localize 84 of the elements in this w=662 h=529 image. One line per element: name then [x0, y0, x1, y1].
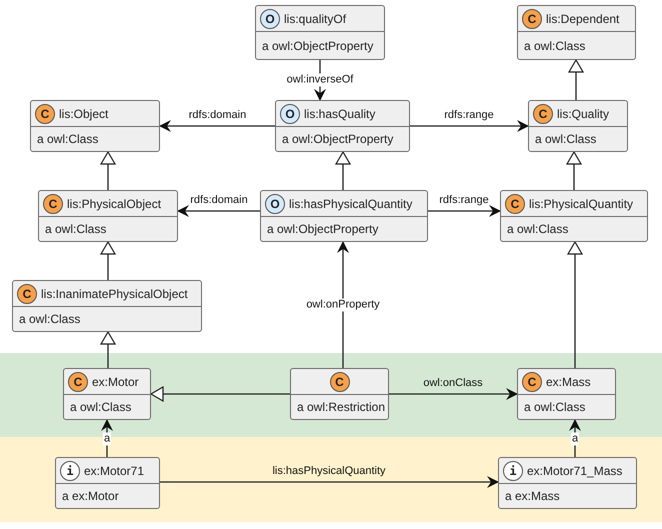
node-title: lis:qualityOf: [284, 10, 346, 28]
arrow: [337, 241, 349, 368]
type-badge-icon: C: [35, 104, 55, 124]
uml-class-box: [55, 457, 160, 509]
node-type-text: a owl:ObjectProperty: [267, 221, 380, 238]
arrow: [569, 419, 581, 457]
generalization-arrow: [150, 386, 290, 402]
node-type-text: a owl:Class: [37, 131, 100, 148]
uml-class-box: [260, 190, 428, 242]
node-type-text: a owl:Class: [70, 399, 132, 416]
arrow: [177, 205, 260, 217]
generalization-arrow: [100, 151, 116, 190]
type-badge-icon: C: [68, 372, 88, 392]
uml-class-box: [12, 280, 202, 332]
generalization-arrow: [335, 151, 351, 190]
node-title: lis:hasQuality: [304, 106, 376, 122]
edge-label: owl:inverseOf: [286, 74, 354, 86]
node-title: ex:Motor: [92, 374, 139, 390]
generalization-arrow: [567, 241, 583, 368]
type-badge-icon: C: [43, 194, 63, 214]
node-title: lis:Quality: [557, 106, 610, 122]
type-badge-icon: C: [533, 104, 553, 124]
uml-class-box: [63, 368, 151, 420]
node-type-text: a owl:Class: [45, 221, 108, 238]
edge-label: lis:hasPhysicalQuantity: [271, 465, 387, 478]
edge-label: owl:onProperty: [305, 298, 381, 312]
type-badge-icon: O: [265, 194, 285, 214]
type-badge-icon: C: [505, 194, 525, 214]
uml-class-box: [517, 368, 616, 420]
uml-class-box: [255, 5, 385, 60]
node-title: ex:Mass: [546, 374, 591, 390]
node-type-text: a owl:Class: [507, 221, 570, 238]
type-badge-icon: O: [260, 8, 280, 28]
uml-class-box: [30, 100, 160, 152]
node-title: lis:Object: [59, 106, 108, 122]
node-title: lis:InanimatePhysicalObject: [41, 286, 188, 302]
node-title: ex:Motor71: [84, 462, 144, 480]
node-title: ex:Motor71_Mass: [527, 462, 622, 480]
edge-label: rdfs:range: [443, 109, 495, 122]
uml-class-box: [290, 368, 389, 420]
arrow: [428, 205, 501, 217]
node-type-text: a ex:Mass: [505, 488, 561, 505]
node-type-text: a owl:ObjectProperty: [262, 38, 374, 54]
uml-class-box: [517, 5, 636, 60]
uml-class-box: [528, 100, 628, 152]
uml-class-box: [500, 190, 648, 242]
arrow: [410, 120, 529, 132]
edge-label: owl:onClass: [422, 377, 484, 390]
node-type-text: a owl:ObjectProperty: [282, 131, 394, 148]
uml-class-box: [275, 100, 410, 152]
type-badge-icon: i: [503, 460, 523, 480]
arrow: [159, 120, 275, 132]
generalization-arrow: [100, 331, 116, 368]
generalization-arrow: [100, 241, 116, 280]
type-badge-icon: C: [522, 372, 542, 392]
arrow: [160, 476, 499, 488]
arrow: [101, 419, 113, 457]
edge-label: rdfs:domain: [189, 194, 249, 207]
uml-class-box: [38, 190, 178, 242]
generalization-arrow: [566, 151, 582, 190]
node-type-text: a ex:Motor: [62, 488, 120, 505]
edge-label: rdfs:range: [438, 194, 490, 207]
type-badge-icon: C: [17, 284, 37, 304]
generalization-arrow: [568, 59, 584, 100]
node-type-text: a owl:Class: [524, 399, 586, 416]
node-type-text: a owl:Restriction: [297, 399, 382, 416]
node-title: lis:Dependent: [546, 10, 620, 28]
node-title: lis:PhysicalQuantity: [529, 196, 634, 212]
node-title: lis:PhysicalObject: [67, 196, 162, 212]
node-type-text: a owl:Class: [19, 311, 82, 328]
node-type-text: a owl:Class: [535, 131, 598, 148]
type-badge-icon: C: [330, 372, 350, 392]
type-badge-icon: i: [60, 460, 80, 480]
swimlane-band: [0, 437, 662, 522]
uml-class-box: [498, 457, 637, 509]
edge-label: a: [570, 432, 580, 445]
type-badge-icon: C: [522, 8, 542, 28]
arrow: [389, 388, 518, 400]
type-badge-icon: O: [280, 104, 300, 124]
node-title: lis:hasPhysicalQuantity: [289, 196, 412, 212]
edge-label: rdfs:domain: [188, 109, 248, 122]
edge-label: a: [102, 432, 112, 445]
node-type-text: a owl:Class: [524, 38, 586, 54]
swimlane-band: [0, 353, 662, 437]
